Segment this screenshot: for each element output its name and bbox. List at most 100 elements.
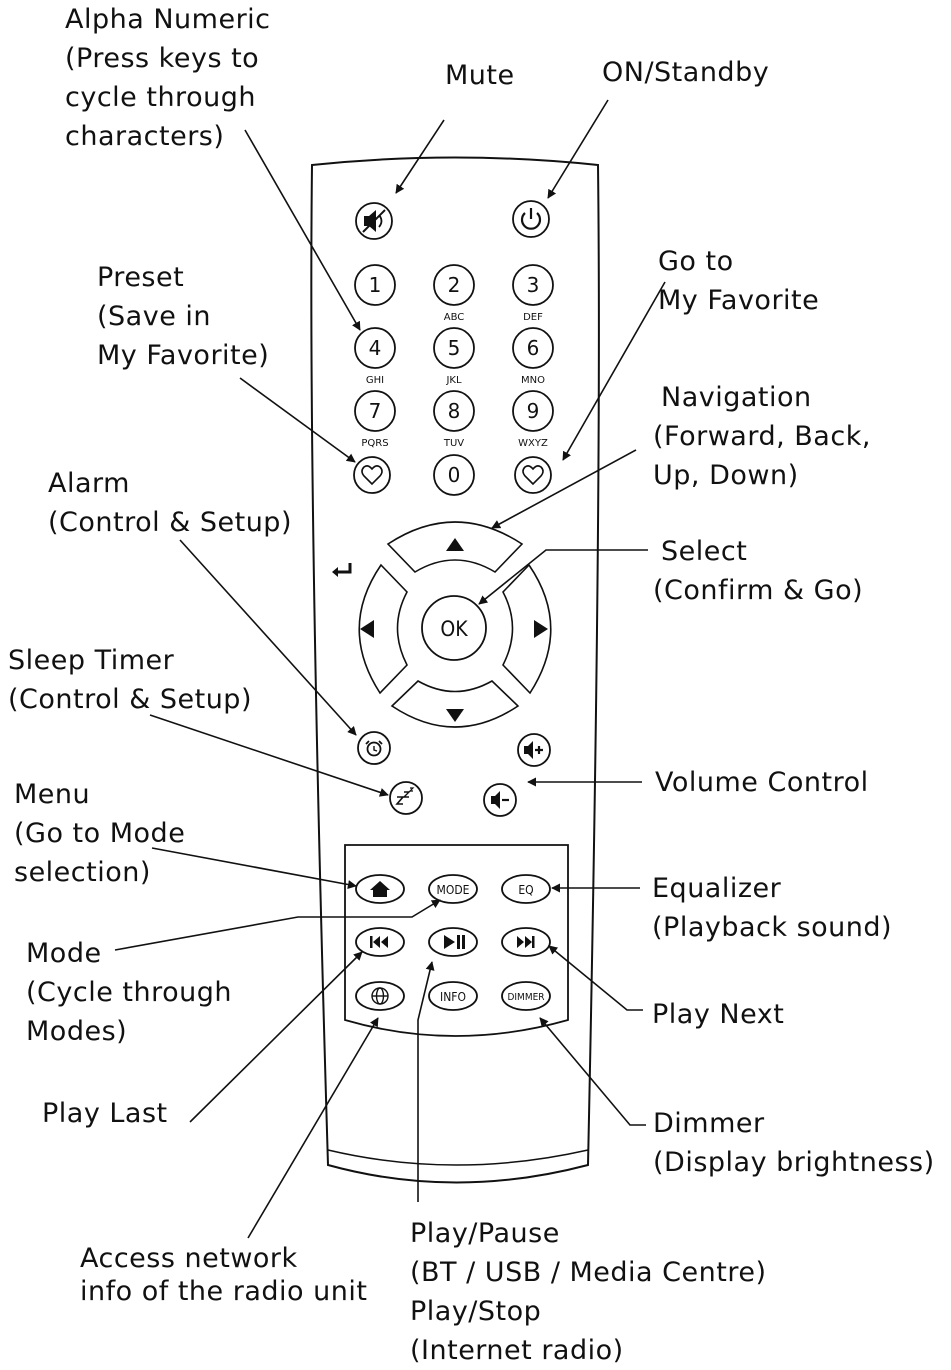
leader-alarm [179, 539, 357, 736]
play-pause-button[interactable] [428, 927, 478, 957]
previous-button[interactable] [355, 927, 405, 957]
label-play-pause: Play/Pause (BT / USB / Media Centre) Pla… [410, 1214, 767, 1370]
alarm-button[interactable] [357, 731, 391, 765]
leader-lines [114, 99, 666, 1239]
label-line: My Favorite) [97, 340, 270, 371]
heart-icon [361, 465, 383, 486]
label-line: Equalizer [652, 873, 782, 904]
key-letters: ABC [444, 312, 465, 323]
label-line: Play/Pause [410, 1218, 560, 1249]
dimmer-button[interactable]: DIMMER [501, 981, 551, 1011]
label-preset: Preset (Save in My Favorite) [97, 258, 269, 375]
label-mode: Mode (Cycle through Modes) [26, 934, 232, 1051]
label-line: info of the radio unit [80, 1276, 368, 1307]
eq-button[interactable]: EQ [501, 874, 551, 904]
label-line: (Go to Mode [14, 818, 186, 849]
mode-button[interactable]: MODE [428, 874, 478, 904]
leader-play-pause [417, 961, 435, 1202]
volume-down-icon [491, 791, 509, 809]
key-letters: JKL [445, 375, 462, 386]
power-icon [520, 208, 542, 230]
label-line: cycle through [65, 82, 256, 113]
key-letters: DEF [523, 312, 543, 323]
label-line: Go to [658, 246, 734, 277]
leader-network [247, 1017, 379, 1239]
leader-alpha [244, 129, 361, 331]
key-1-button[interactable]: 1 [354, 264, 396, 306]
label-access-network: Access network info of the radio unit [80, 1242, 367, 1308]
key-0-button[interactable]: 0 [433, 454, 475, 496]
label-line: Navigation [661, 382, 812, 413]
volume-up-icon [524, 741, 543, 759]
label-line: (Control & Setup) [48, 507, 292, 538]
play-pause-icon [444, 935, 465, 949]
label-alpha-numeric: Alpha Numeric (Press keys to cycle throu… [65, 0, 271, 156]
label-alarm: Alarm (Control & Setup) [48, 464, 292, 542]
leader-mute [395, 119, 445, 194]
next-button[interactable] [501, 927, 551, 957]
label-dimmer: Dimmer (Display brightness) [653, 1104, 935, 1182]
nav-down-button[interactable] [390, 680, 520, 728]
down-arrow-icon [446, 709, 464, 722]
label-navigation: Navigation (Forward, Back, Up, Down) [653, 378, 871, 495]
key-letters: TUV [443, 438, 464, 449]
info-button[interactable]: INFO [428, 981, 478, 1011]
key-digit: 0 [448, 463, 461, 487]
label-line: (Playback sound) [652, 912, 893, 943]
label-line: Mute [445, 60, 515, 91]
label-line: Sleep Timer [8, 645, 175, 676]
nav-right-button[interactable] [502, 563, 552, 695]
alarm-icon [365, 740, 383, 757]
eq-label: EQ [518, 883, 533, 897]
key-letters: MNO [521, 375, 545, 386]
key-letters: GHI [366, 375, 384, 386]
sleep-button[interactable] [389, 781, 423, 815]
back-arrow-icon[interactable] [335, 563, 352, 574]
leader-select [478, 549, 648, 605]
home-icon [370, 881, 390, 897]
key-digit: 1 [369, 273, 382, 297]
label-menu: Menu (Go to Mode selection) [14, 775, 185, 892]
preset-button[interactable] [353, 456, 391, 494]
leader-preset [239, 377, 356, 463]
mute-icon [362, 209, 386, 233]
globe-icon [371, 987, 389, 1005]
volume-down-button[interactable] [483, 783, 517, 817]
label-line: (Display brightness) [653, 1147, 935, 1178]
nav-up-button[interactable] [386, 521, 524, 574]
leader-favorite [562, 281, 666, 461]
label-line: (BT / USB / Media Centre) [410, 1257, 767, 1288]
label-line: Play Last [42, 1098, 168, 1129]
ok-button[interactable]: OK [421, 595, 487, 661]
label-line: Volume Control [655, 767, 869, 798]
globe-button[interactable] [355, 981, 405, 1011]
power-button[interactable] [512, 200, 550, 238]
label-line: Menu [14, 779, 91, 810]
dimmer-label: DIMMER [507, 992, 544, 1003]
key-digit: 2 [448, 273, 461, 297]
label-line: ON/Standby [602, 57, 770, 88]
home-button[interactable] [355, 874, 405, 904]
leader-standby [547, 99, 609, 199]
key-digit: 4 [369, 336, 382, 360]
mute-button[interactable] [355, 202, 393, 240]
nav-left-button[interactable] [358, 563, 408, 695]
ok-label: OK [440, 617, 468, 641]
volume-up-button[interactable] [517, 733, 551, 767]
label-line: Alarm [48, 468, 130, 499]
right-arrow-icon [534, 620, 548, 638]
favorite-button[interactable] [514, 456, 552, 494]
leader-navigation [491, 449, 637, 529]
key-digit: 5 [448, 336, 461, 360]
mode-label: MODE [437, 883, 470, 897]
